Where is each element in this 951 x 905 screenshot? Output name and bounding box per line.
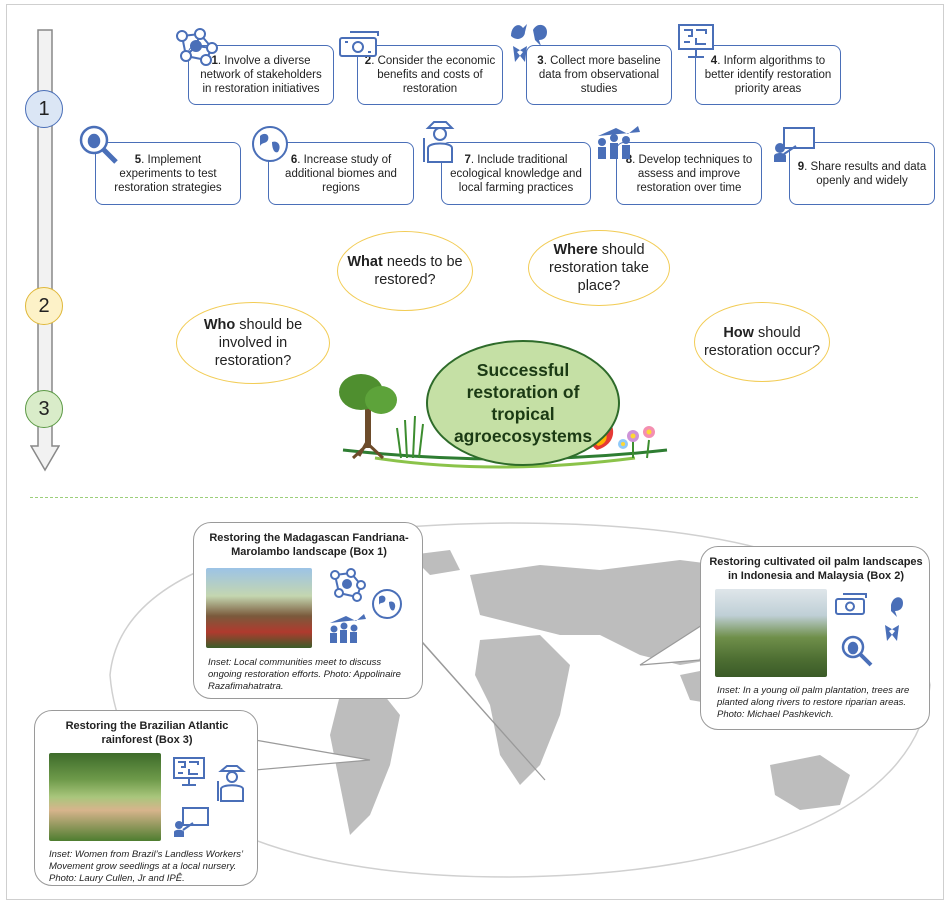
callout-box-2-title: Restoring cultivated oil palm landscapes… xyxy=(709,556,923,582)
photo-brazil-nursery xyxy=(49,753,161,841)
figure-frame xyxy=(6,4,944,900)
presentation-icon xyxy=(774,127,815,162)
photo-madagascar-community xyxy=(206,568,312,648)
farmer-icon xyxy=(217,765,246,802)
recommendation-3: 3. Collect more baseline data from obser… xyxy=(526,45,672,105)
callout-box-2: Restoring cultivated oil palm landscapes… xyxy=(700,546,930,730)
callout-box-1-title: Restoring the Madagascan Fandriana-Marol… xyxy=(209,532,409,558)
question-who: Who should be involved in restoration? xyxy=(176,302,330,384)
flowers-icon xyxy=(618,426,655,459)
tree-icon xyxy=(339,374,397,460)
question-how: How should restoration occur? xyxy=(694,302,830,382)
grass-icon xyxy=(396,415,424,459)
recommendation-9: 9. Share results and data openly and wid… xyxy=(789,142,935,205)
farmer-icon xyxy=(423,121,455,163)
callout-box-3: Restoring the Brazilian Atlantic rainfor… xyxy=(34,710,258,886)
computer-icon xyxy=(678,24,714,58)
magnifier-bug-icon xyxy=(79,125,118,164)
magnifier-bug-icon xyxy=(841,635,873,667)
callout-box-1: Restoring the Madagascan Fandriana-Marol… xyxy=(193,522,423,699)
question-what: What needs to be restored? xyxy=(337,231,473,311)
growth-people-icon xyxy=(330,614,366,643)
step-1-circle: 1 xyxy=(25,90,63,128)
wildlife-icon xyxy=(885,597,903,641)
recommendation-5: 5. Implement experiments to test restora… xyxy=(95,142,241,205)
question-where: Where should restoration take place? xyxy=(528,230,670,306)
network-icon xyxy=(176,28,218,66)
recommendation-8: 8. Develop techniques to assess and impr… xyxy=(616,142,762,205)
photo-oil-palm-plantation xyxy=(715,589,827,677)
globe-icon xyxy=(372,589,402,619)
money-icon xyxy=(339,31,379,57)
recommendation-1: 1. Involve a diverse network of stakehol… xyxy=(188,45,334,105)
recommendation-7: 7. Include traditional ecological knowle… xyxy=(441,142,591,205)
recommendation-6: 6. Increase study of additional biomes a… xyxy=(268,142,414,205)
callout-box-3-caption: Inset: Women from Brazil’s Landless Work… xyxy=(49,849,243,884)
growth-people-icon xyxy=(598,126,640,159)
callout-box-2-caption: Inset: In a young oil palm plantation, t… xyxy=(717,685,910,720)
callout-box-3-title: Restoring the Brazilian Atlantic rainfor… xyxy=(65,720,229,746)
section-divider xyxy=(30,497,918,498)
callout-box-1-caption: Inset: Local communities meet to discuss… xyxy=(208,657,401,692)
recommendation-4: 4. Inform algorithms to better identify … xyxy=(695,45,841,105)
step-2-circle: 2 xyxy=(25,287,63,325)
goal-ellipse: Successful restoration of tropical agroe… xyxy=(426,340,620,466)
computer-icon xyxy=(173,757,205,786)
recommendation-2: 2. Consider the economic benefits and co… xyxy=(357,45,503,105)
money-icon xyxy=(835,593,867,615)
presentation-icon xyxy=(174,807,209,837)
globe-icon xyxy=(252,126,288,162)
wildlife-icon xyxy=(511,24,547,62)
goal-text: Successful restoration of tropical agroe… xyxy=(453,360,593,446)
network-icon xyxy=(330,568,366,602)
step-3-circle: 3 xyxy=(25,390,63,428)
